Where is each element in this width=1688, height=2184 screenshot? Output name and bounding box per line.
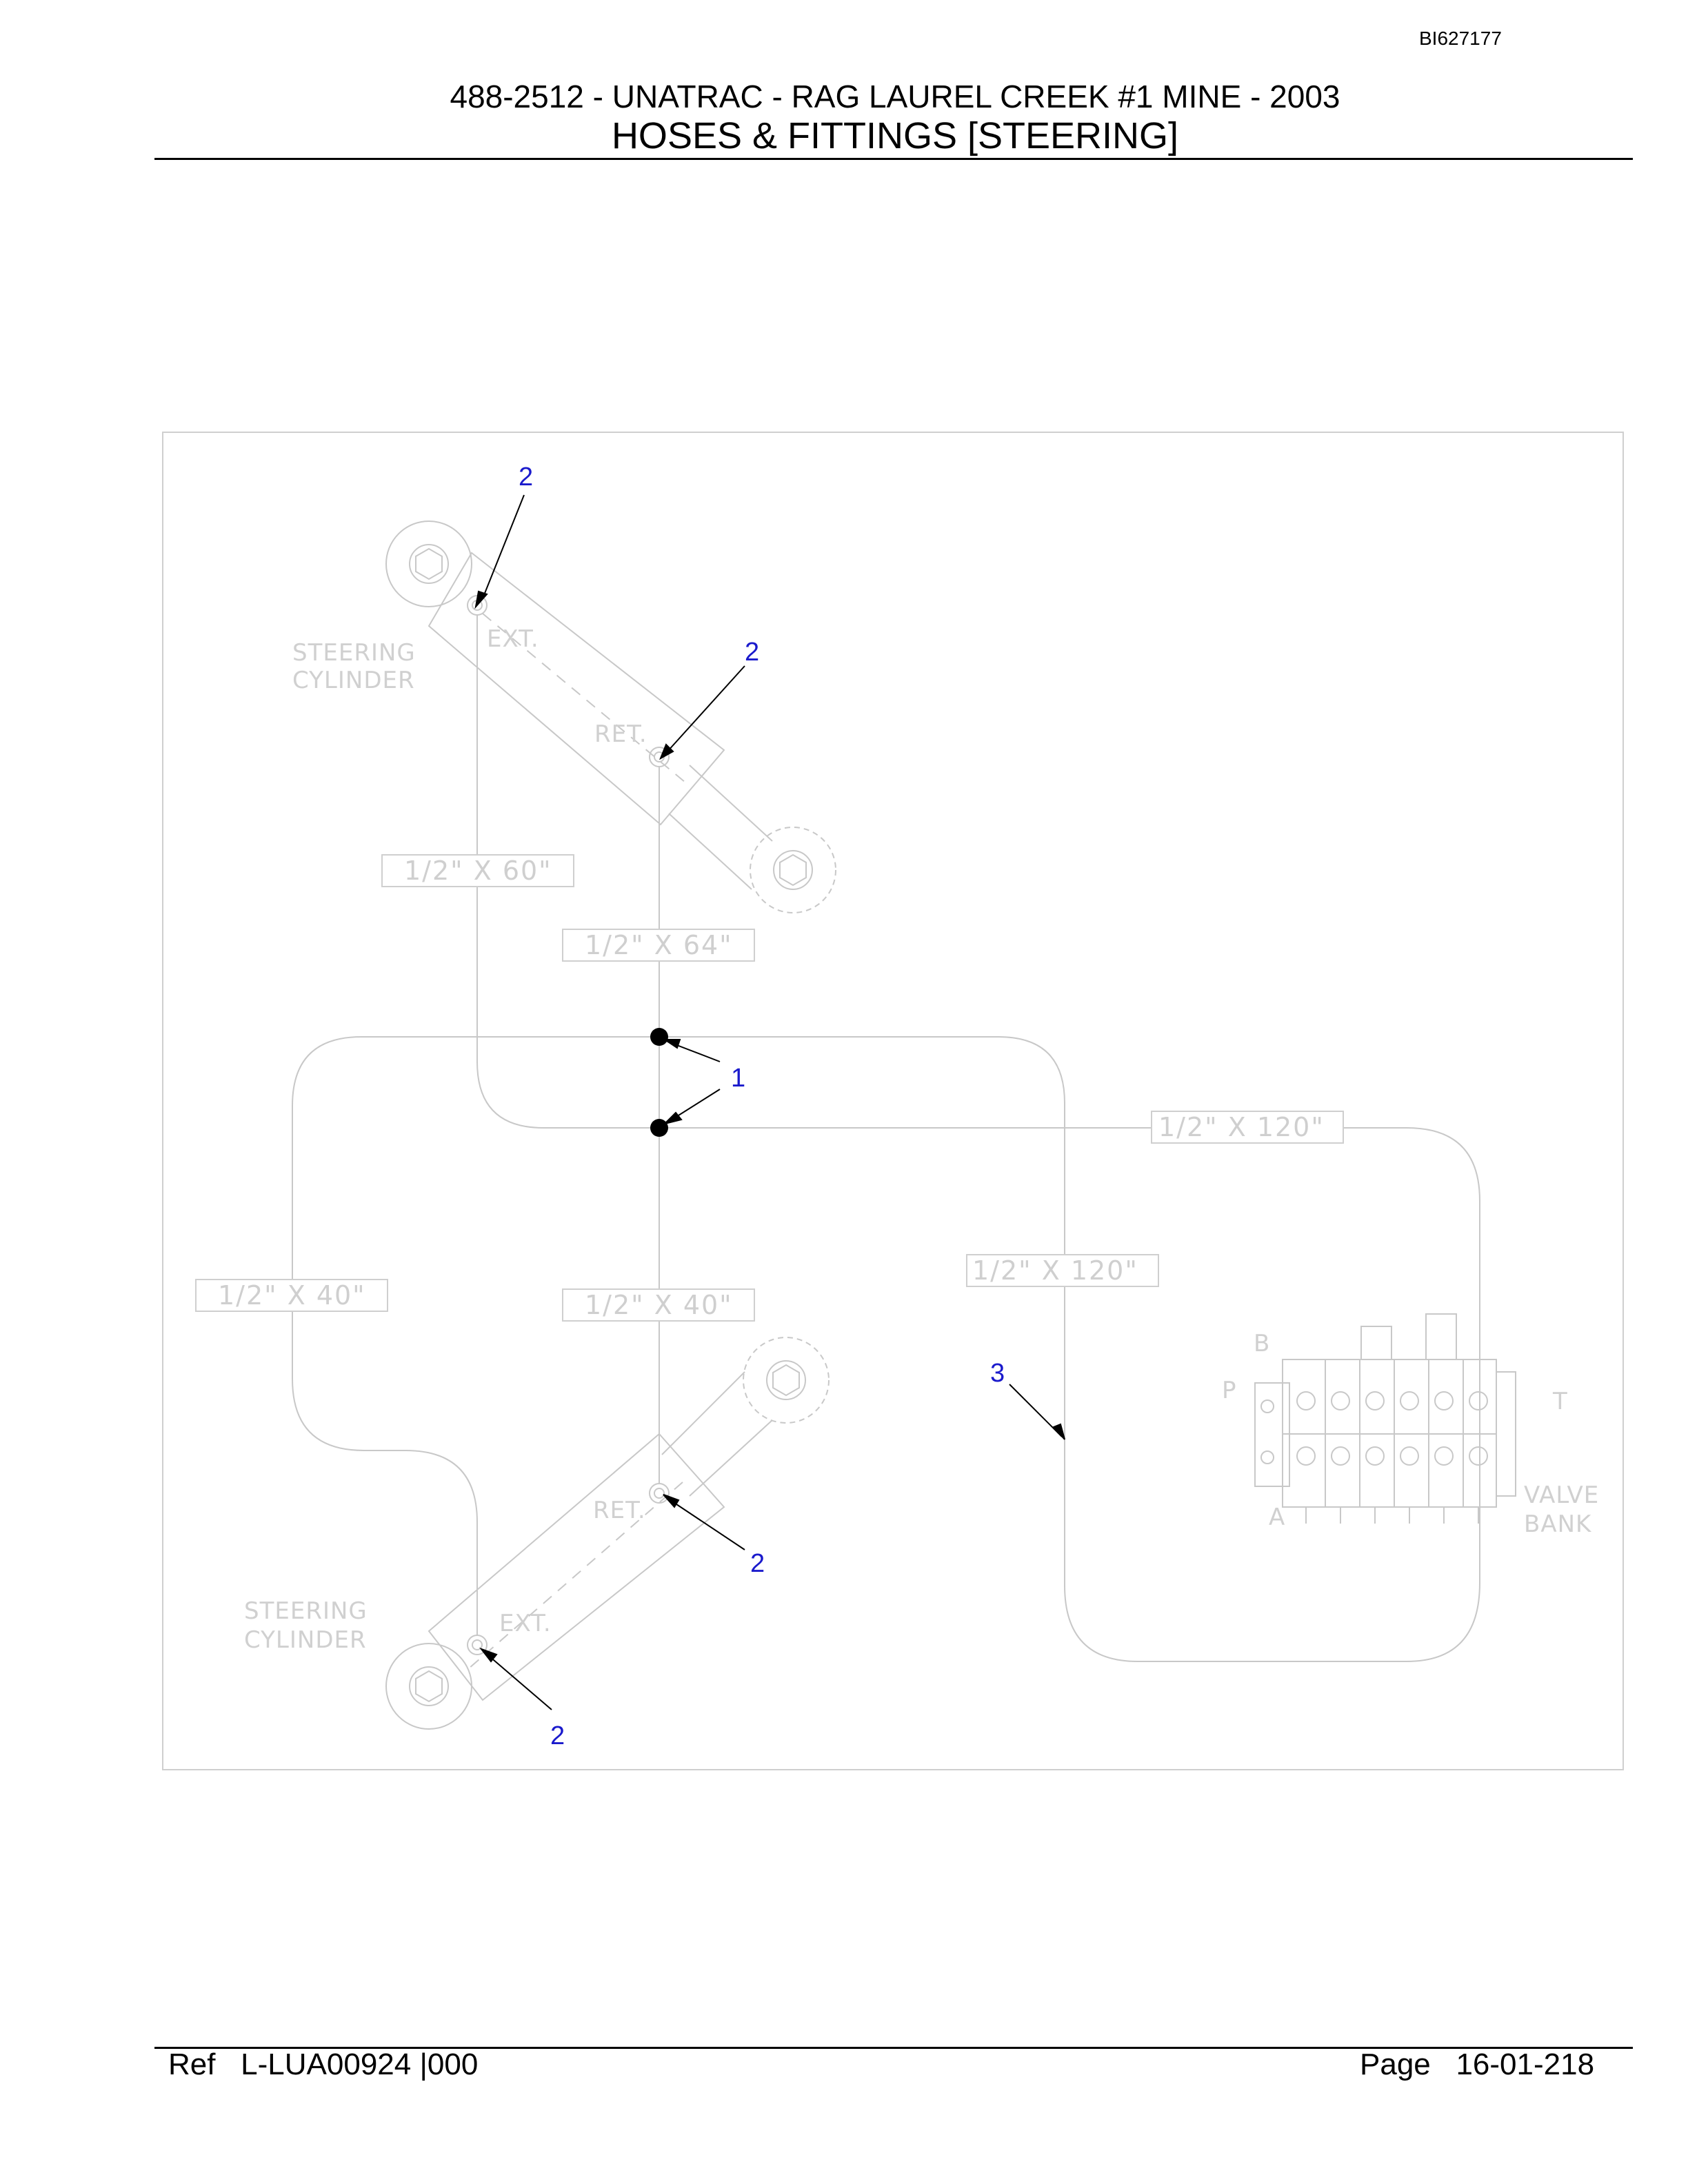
svg-text:1/2" X 40": 1/2" X 40" bbox=[218, 1280, 366, 1311]
callout-2-lower-ret: 2 bbox=[750, 1549, 765, 1578]
valve-bank-label-line2: BANK bbox=[1524, 1510, 1592, 1538]
upper-cylinder-label-line2: CYLINDER bbox=[292, 667, 415, 694]
tee-fitting-upper bbox=[650, 1028, 668, 1046]
upper-cylinder-label-line1: STEERING bbox=[292, 639, 416, 667]
document-id: BI627177 bbox=[1419, 28, 1502, 49]
callout-3-hose: 3 bbox=[990, 1359, 1005, 1388]
lower-cylinder-label-line2: CYLINDER bbox=[244, 1626, 367, 1654]
callout-leaders bbox=[474, 494, 1065, 1710]
header-rule bbox=[154, 158, 1633, 160]
valve-port-p-label: P bbox=[1222, 1377, 1237, 1404]
lower-ret-port-label: RET. bbox=[593, 1497, 646, 1524]
svg-text:1/2" X 40": 1/2" X 40" bbox=[585, 1290, 733, 1320]
hose-label-60: 1/2" X 60" bbox=[381, 854, 574, 887]
svg-text:1/2" X 60": 1/2" X 60" bbox=[404, 856, 552, 886]
footer-page-label: Page bbox=[1360, 2048, 1431, 2081]
upper-ret-port-label: RET. bbox=[594, 720, 647, 748]
document-subtitle: HOSES & FITTINGS [STEERING] bbox=[611, 115, 1179, 156]
hose-label-40-left: 1/2" X 40" bbox=[195, 1279, 388, 1312]
callout-2-lower-ext: 2 bbox=[550, 1721, 565, 1750]
valve-port-b-label: B bbox=[1254, 1330, 1270, 1357]
tee-fitting-lower bbox=[650, 1119, 668, 1137]
upper-steering-cylinder bbox=[385, 520, 836, 913]
valve-port-t-label: T bbox=[1552, 1388, 1568, 1415]
hose-label-120-lower: 1/2" X 120" bbox=[966, 1254, 1159, 1287]
callout-2-upper-ext: 2 bbox=[519, 463, 533, 492]
lower-steering-cylinder bbox=[385, 1337, 830, 1730]
upper-ext-port-label: EXT. bbox=[487, 625, 539, 653]
valve-bank bbox=[1254, 1313, 1516, 1524]
valve-bank-label-line1: VALVE bbox=[1524, 1482, 1599, 1509]
svg-text:1/2" X 120": 1/2" X 120" bbox=[972, 1255, 1138, 1286]
diagram-frame bbox=[162, 432, 1624, 1770]
document-title: 488-2512 - UNATRAC - RAG LAUREL CREEK #1… bbox=[450, 79, 1340, 114]
hose-label-40-center: 1/2" X 40" bbox=[562, 1288, 755, 1322]
hose-label-120-upper: 1/2" X 120" bbox=[1151, 1111, 1344, 1144]
footer-rule bbox=[154, 2047, 1633, 2049]
valve-port-a-label: A bbox=[1269, 1504, 1285, 1531]
footer-page-number: 16-01-218 bbox=[1456, 2048, 1595, 2081]
footer-ref-label: Ref bbox=[168, 2048, 216, 2081]
lower-ext-port-label: EXT. bbox=[499, 1610, 552, 1637]
footer-reference: Ref L-LUA00924 |000 bbox=[168, 2048, 478, 2082]
callout-1-tee: 1 bbox=[731, 1064, 745, 1093]
footer-ref-value: L-LUA00924 |000 bbox=[241, 2048, 479, 2081]
svg-text:1/2" X 64": 1/2" X 64" bbox=[585, 930, 733, 960]
footer-page: Page 16-01-218 bbox=[1360, 2048, 1594, 2082]
svg-text:1/2" X 120": 1/2" X 120" bbox=[1158, 1112, 1325, 1142]
callout-2-upper-ret: 2 bbox=[745, 638, 759, 667]
hose-label-64: 1/2" X 64" bbox=[562, 929, 755, 962]
lower-cylinder-label-line1: STEERING bbox=[244, 1597, 368, 1625]
